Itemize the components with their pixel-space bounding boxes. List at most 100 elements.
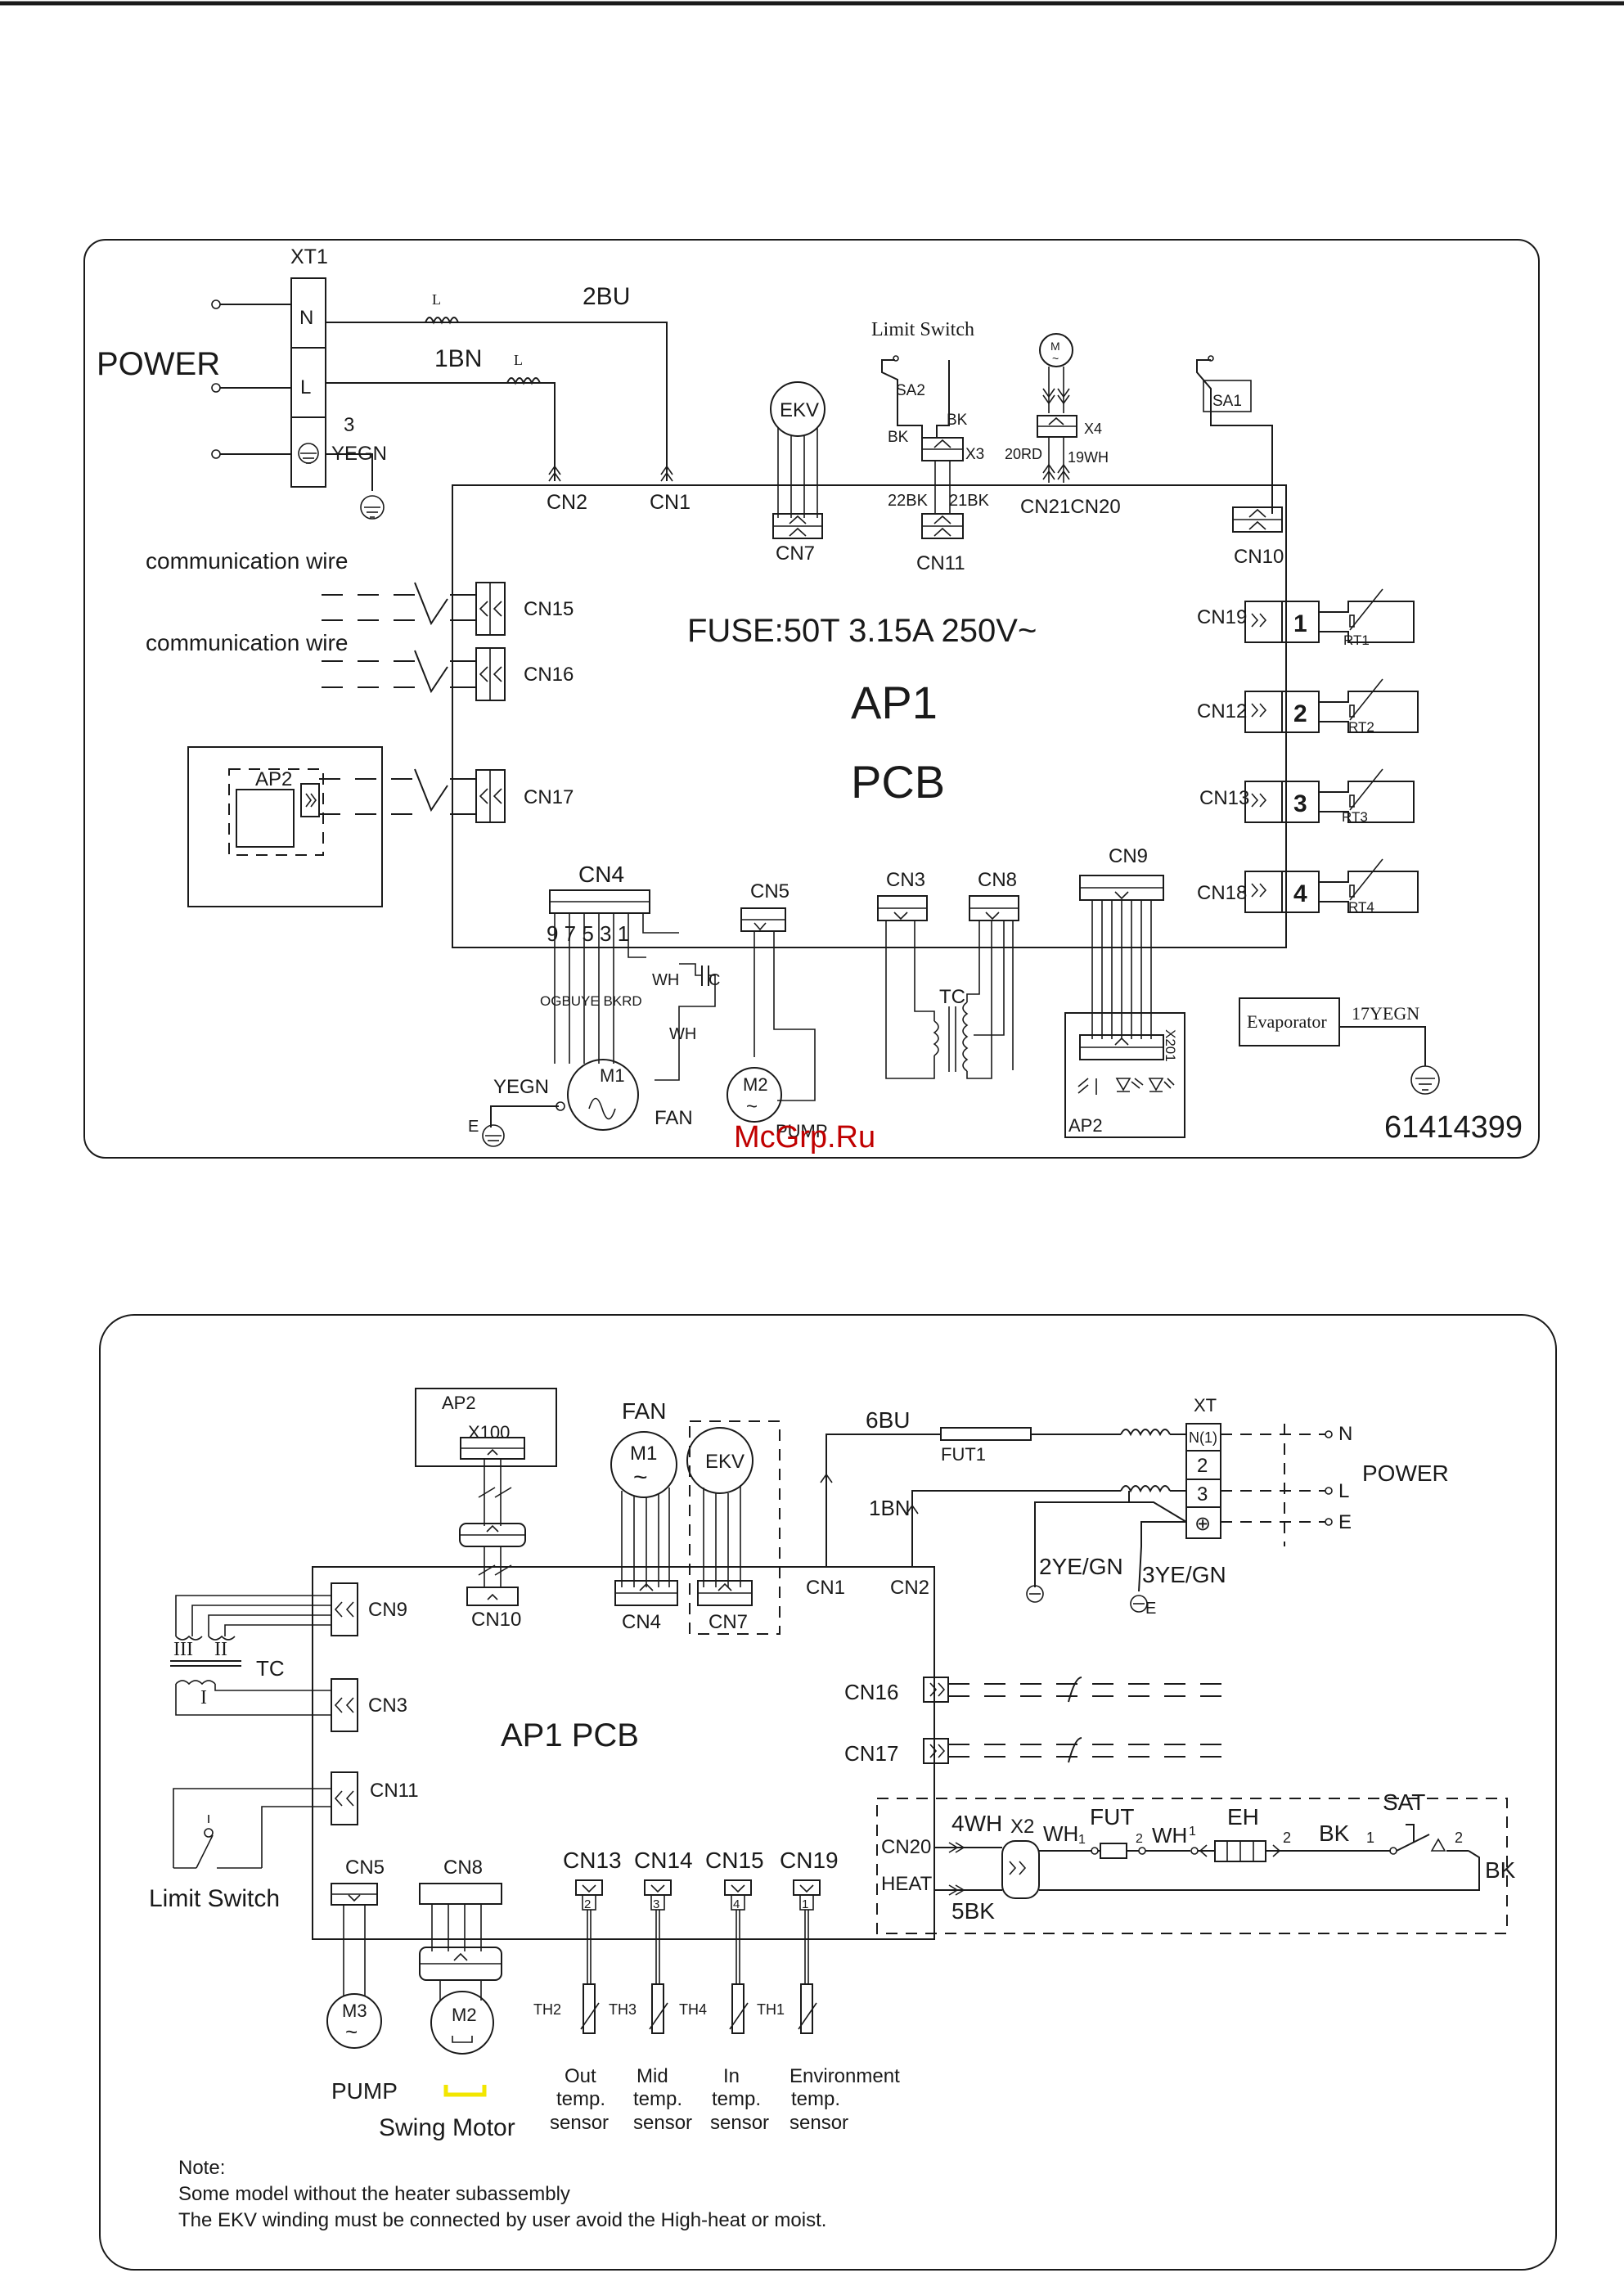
note-title: Note: [178, 2157, 225, 2179]
cn9-label: CN9 [1109, 845, 1148, 867]
cn8-label: CN8 [978, 869, 1017, 891]
svg-text:2: 2 [1293, 700, 1307, 727]
svg-text:CN17: CN17 [524, 786, 574, 808]
ap1-pcb-label-2: AP1 PCB [501, 1717, 639, 1753]
svg-text:3: 3 [1293, 790, 1307, 817]
svg-text:WH: WH [1152, 1823, 1187, 1848]
fut1-fuse [940, 1427, 1032, 1441]
coil-inductor-icon [425, 317, 459, 325]
pump-label-2: PUMP [331, 2078, 398, 2104]
svg-text:17YEGN: 17YEGN [1352, 1003, 1419, 1024]
xt1-terminal-l: L [300, 376, 311, 398]
svg-text:9 7 5 3 1: 9 7 5 3 1 [547, 921, 629, 946]
svg-text:III: III [173, 1639, 193, 1660]
svg-text:CN12: CN12 [1197, 700, 1247, 722]
svg-text:HEAT: HEAT [881, 1873, 933, 1895]
wire-1bn: 1BN [434, 345, 482, 372]
svg-text:1: 1 [1078, 1833, 1086, 1847]
pcb-label: PCB [851, 756, 945, 808]
cn5-label: CN5 [750, 880, 790, 902]
earth-icon [1130, 1595, 1148, 1613]
svg-text:2: 2 [1455, 1830, 1463, 1846]
svg-text:3: 3 [344, 414, 354, 436]
svg-text:SAT: SAT [1383, 1789, 1425, 1815]
swing-motor-highlight [443, 2085, 487, 2097]
svg-text:BK: BK [1319, 1821, 1350, 1846]
svg-text:OGBUYE BKRD: OGBUYE BKRD [540, 993, 642, 1009]
sensor-rt2: CN12 2 RT2 [1197, 678, 1419, 735]
svg-text:X100: X100 [468, 1422, 510, 1443]
power-label: POWER [97, 346, 220, 382]
svg-text:EKV: EKV [705, 1451, 745, 1473]
svg-text:CN16: CN16 [844, 1680, 898, 1704]
svg-text:BK: BK [888, 429, 909, 446]
svg-text:temp.: temp. [791, 2088, 840, 2110]
x2-connector [1001, 1840, 1040, 1899]
cn3-connector-2 [331, 1678, 358, 1732]
svg-text:CN14: CN14 [634, 1848, 693, 1873]
svg-text:3: 3 [653, 1897, 659, 1911]
cn4-label: CN4 [578, 862, 624, 887]
limit-switch-label-2: Limit Switch [149, 1885, 280, 1912]
svg-text:Evaporator: Evaporator [1247, 1011, 1327, 1032]
diagram-2: AP2 X100 CN10 FAN M1 ~ CN4 EKV [99, 1314, 1557, 2271]
evaporator-box [1239, 997, 1340, 1046]
fut-fuse [1100, 1843, 1127, 1859]
svg-text:I: I [200, 1687, 207, 1708]
svg-text:M1: M1 [600, 1065, 625, 1086]
led-icon [1115, 1078, 1144, 1092]
svg-text:⊕: ⊕ [1194, 1513, 1211, 1535]
svg-text:L: L [432, 291, 441, 308]
svg-text:FUT1: FUT1 [941, 1444, 986, 1465]
ap1-pcb-board [452, 484, 1287, 948]
svg-text:WH: WH [1043, 1821, 1078, 1846]
svg-text:CN19: CN19 [1197, 606, 1247, 628]
sensor-col-th1: CN19 1 TH1 Environment temp. sensor [757, 1848, 900, 2134]
cn1-label: CN1 [650, 491, 691, 514]
comm-wire-label-1: communication wire [146, 548, 348, 574]
svg-text:E: E [1338, 1511, 1352, 1533]
svg-text:CN16: CN16 [524, 664, 574, 686]
ekv-icon [770, 381, 825, 437]
svg-text:1: 1 [1366, 1830, 1374, 1846]
svg-text:M3: M3 [342, 2001, 367, 2021]
svg-text:AP2: AP2 [255, 768, 292, 790]
svg-text:CN10: CN10 [1234, 546, 1284, 568]
fuse-label: FUSE:50T 3.15A 250V~ [687, 613, 1037, 649]
svg-text:WH: WH [669, 1025, 696, 1043]
svg-text:~: ~ [633, 1464, 648, 1491]
power-earth-icon [360, 495, 385, 520]
svg-text:20RD: 20RD [1005, 446, 1042, 462]
sensor-col-th4: CN15 4 TH4 In temp. sensor [679, 1848, 769, 2134]
svg-text:X2: X2 [1010, 1816, 1034, 1838]
limit-switch-label-1: Limit Switch [871, 319, 974, 340]
svg-text:22BK: 22BK [888, 492, 929, 510]
note-line-2: The EKV winding must be connected by use… [178, 2209, 826, 2231]
svg-text:Environment: Environment [790, 2065, 900, 2087]
sa1-switch-box [1203, 380, 1252, 412]
svg-text:M2: M2 [743, 1074, 768, 1095]
wire-6bu: 6BU [866, 1407, 910, 1433]
svg-text:CN13: CN13 [563, 1848, 622, 1873]
svg-text:CN11: CN11 [370, 1780, 419, 1802]
svg-text:RT2: RT2 [1348, 719, 1374, 735]
coil-inductor-icon [1120, 1429, 1171, 1437]
ekv-icon-2 [686, 1427, 754, 1494]
cn3-label: CN3 [886, 869, 925, 891]
sensor-rt4: CN18 4 RT4 [1197, 858, 1419, 915]
note-line-1: Some model without the heater subassembl… [178, 2183, 570, 2205]
svg-text:AP2: AP2 [1068, 1115, 1103, 1136]
svg-text:M: M [1050, 340, 1060, 353]
svg-text:CN4: CN4 [622, 1611, 661, 1633]
coil-inductor-icon [1120, 1485, 1171, 1493]
svg-text:1: 1 [802, 1897, 808, 1911]
svg-text:2: 2 [1136, 1832, 1143, 1846]
sensor-col-th2: CN13 2 TH2 Out temp. sensor [533, 1848, 622, 2134]
svg-text:TH3: TH3 [609, 2001, 637, 2018]
svg-text:RT3: RT3 [1342, 809, 1368, 825]
cn9-connector-2 [331, 1582, 358, 1636]
svg-text:RT1: RT1 [1343, 632, 1370, 648]
svg-text:TC: TC [256, 1656, 285, 1681]
m3-pump-motor-icon [326, 1993, 382, 2049]
